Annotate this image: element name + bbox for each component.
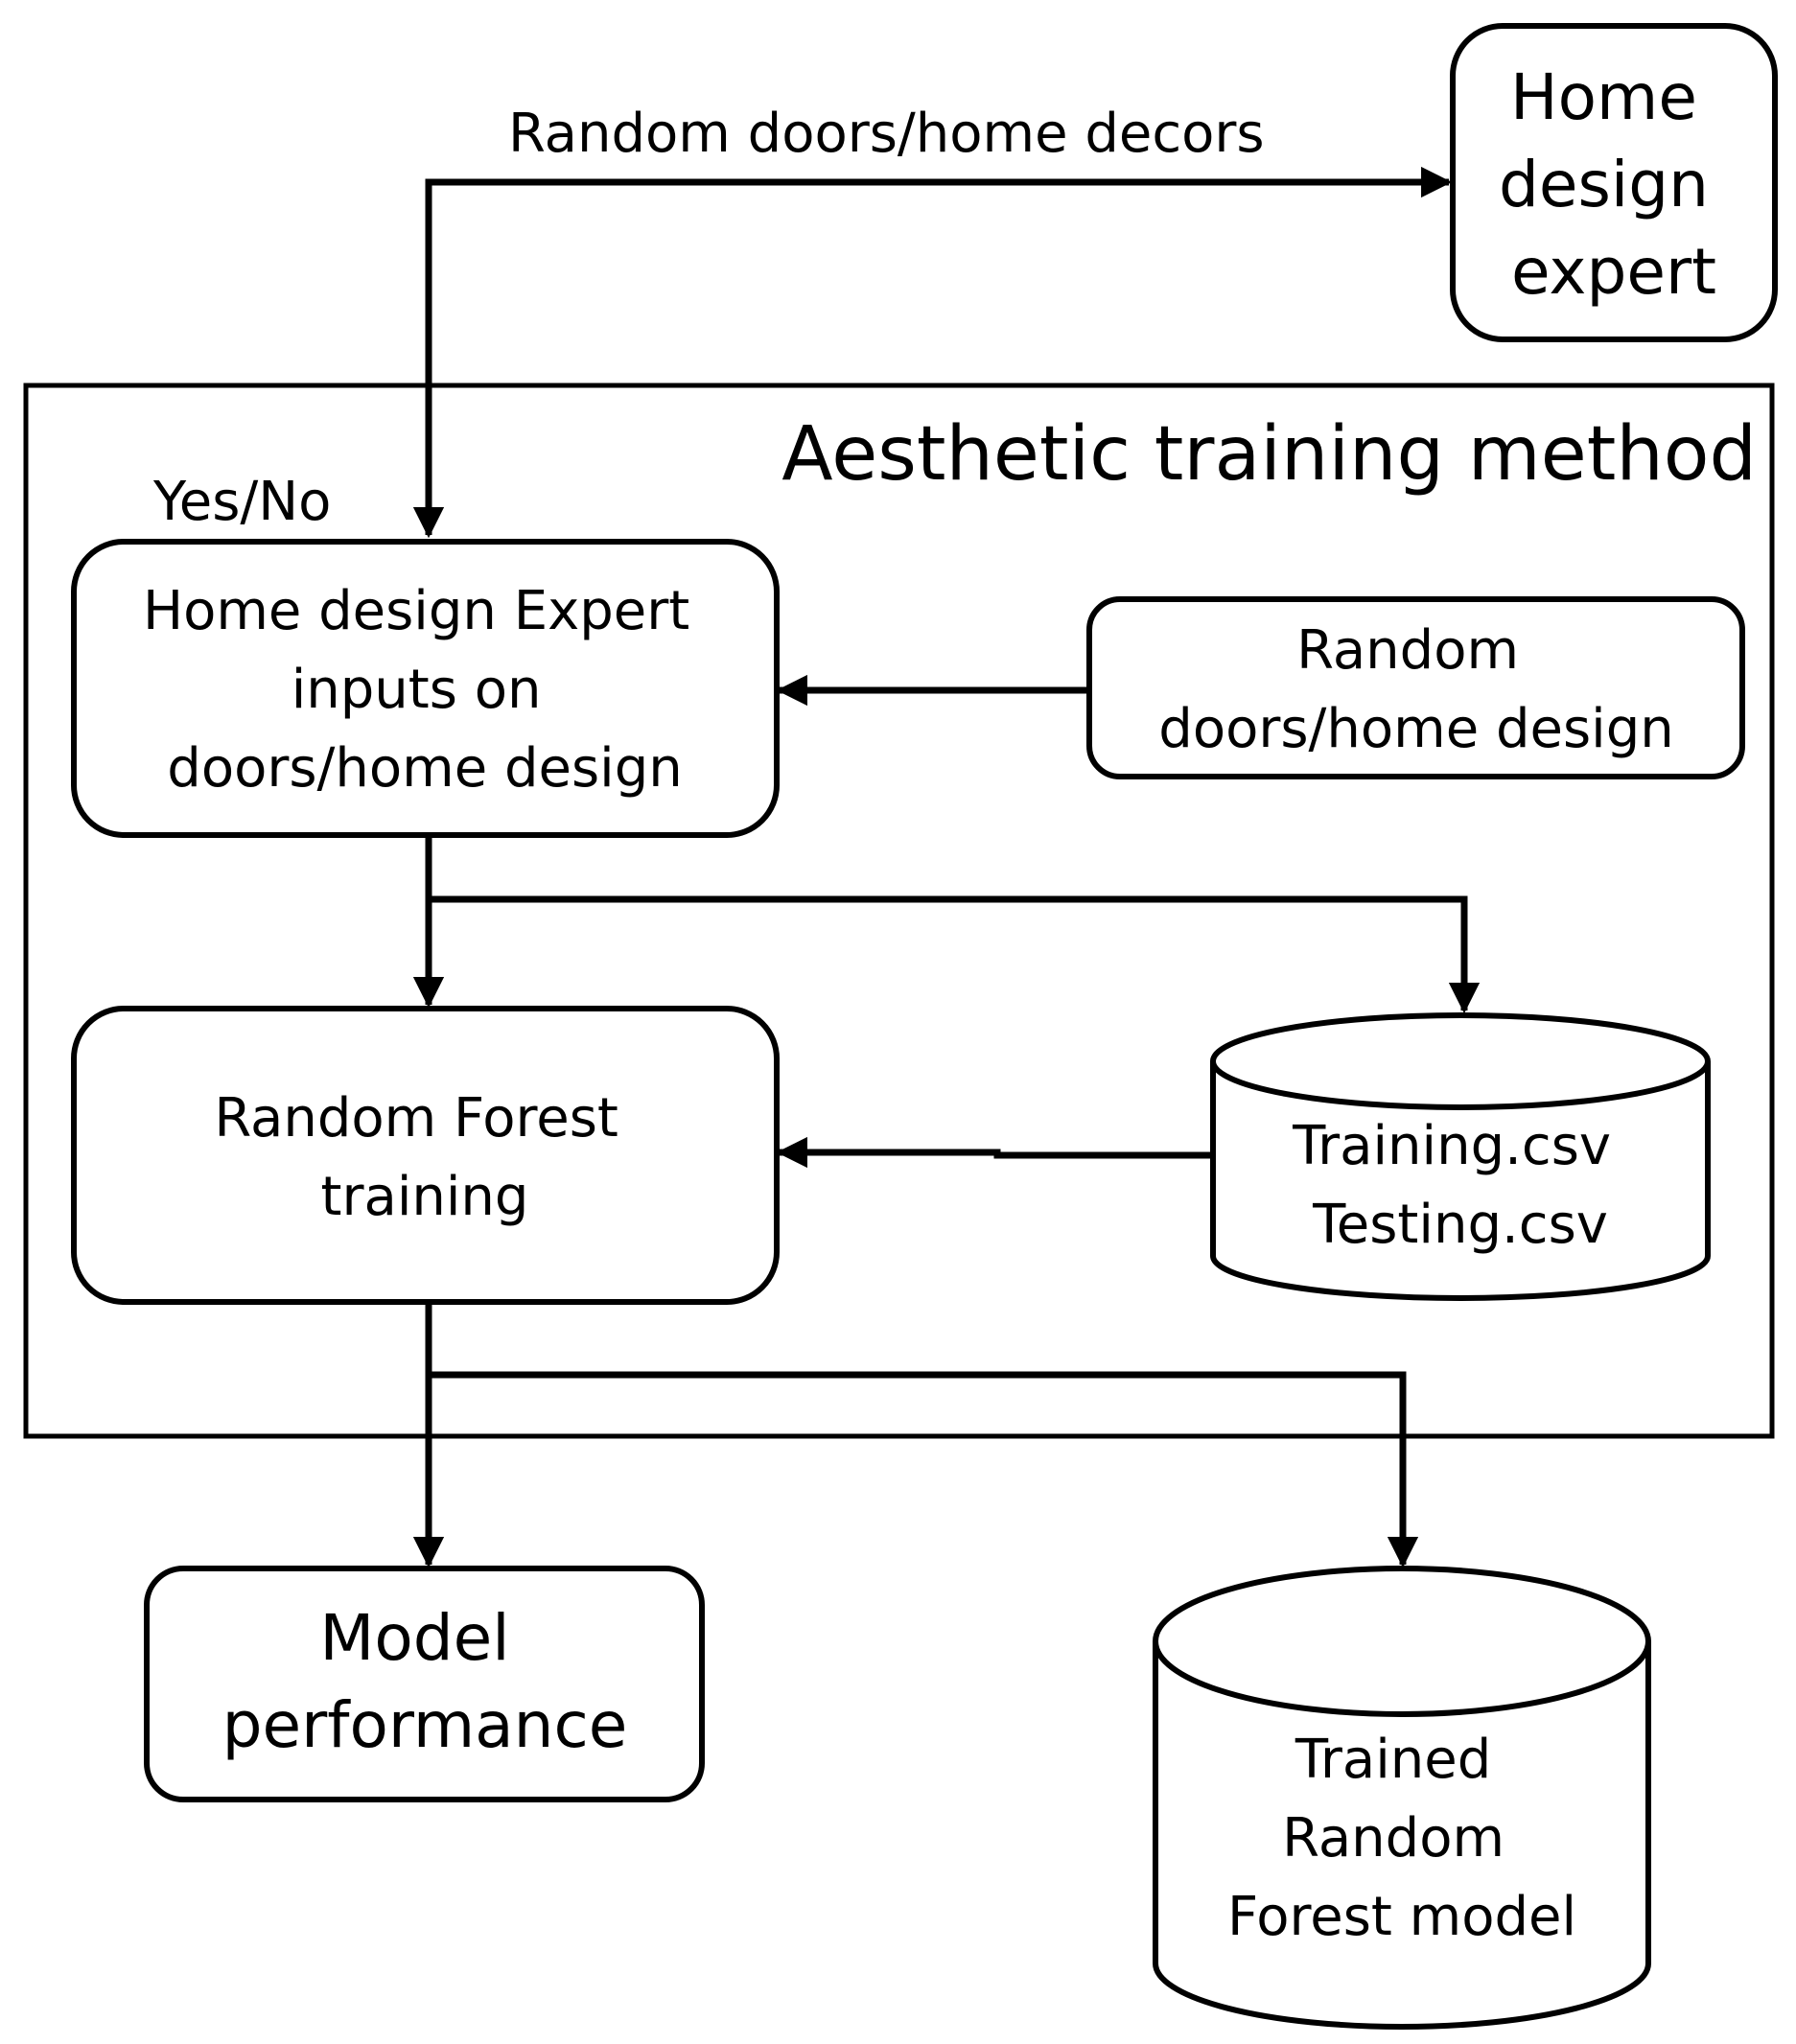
- datasets-node: Training.csv Testing.csv: [1210, 1012, 1711, 1301]
- random-design-node: Random doors/home design: [1086, 596, 1745, 779]
- home-design-expert-label: Home design expert: [1499, 60, 1729, 309]
- aesthetic-training-frame: [23, 383, 1775, 1439]
- edge-datasets-to-rf-training: [776, 1136, 1210, 1169]
- edge-to-home-design-expert: [425, 166, 1453, 504]
- home-design-expert-node: Home design expert: [1450, 23, 1778, 342]
- trained-model-cylinder: [1153, 1641, 1651, 2030]
- edge-label-yes-no: Yes/No: [152, 471, 331, 533]
- edge-label-random-doors-decors: Random doors/home decors: [508, 103, 1265, 165]
- trained-model-label: Trained Random Forest model: [1227, 1729, 1576, 1948]
- trained-model-cylinder-top: [1153, 1566, 1651, 1717]
- model-performance-node: Model performance: [144, 1566, 705, 1802]
- rf-training-box: [71, 1006, 780, 1305]
- datasets-cylinder-top: [1210, 1012, 1711, 1110]
- model-performance-box: [144, 1566, 705, 1802]
- rf-training-node: Random Forest training: [71, 1006, 780, 1305]
- aesthetic-training-title: Aesthetic training method: [781, 411, 1757, 498]
- expert-inputs-node: Home design Expert inputs on doors/home …: [71, 539, 780, 838]
- expert-inputs-label: Home design Expert inputs on doors/home …: [143, 580, 707, 800]
- edge-expert-inputs-to-datasets: [429, 895, 1481, 1014]
- random-design-label: Random doors/home design: [1158, 619, 1673, 760]
- rf-training-label: Random Forest training: [214, 1087, 635, 1228]
- edge-rf-training-to-trained-model: [429, 1371, 1419, 1568]
- trained-model-node: Trained Random Forest model: [1153, 1566, 1651, 2030]
- datasets-label: Training.csv Testing.csv: [1292, 1115, 1628, 1256]
- random-design-box: [1086, 596, 1745, 779]
- model-performance-label: Model performance: [222, 1601, 628, 1762]
- home-design-expert-box: [1450, 23, 1778, 342]
- datasets-cylinder: [1210, 1061, 1711, 1301]
